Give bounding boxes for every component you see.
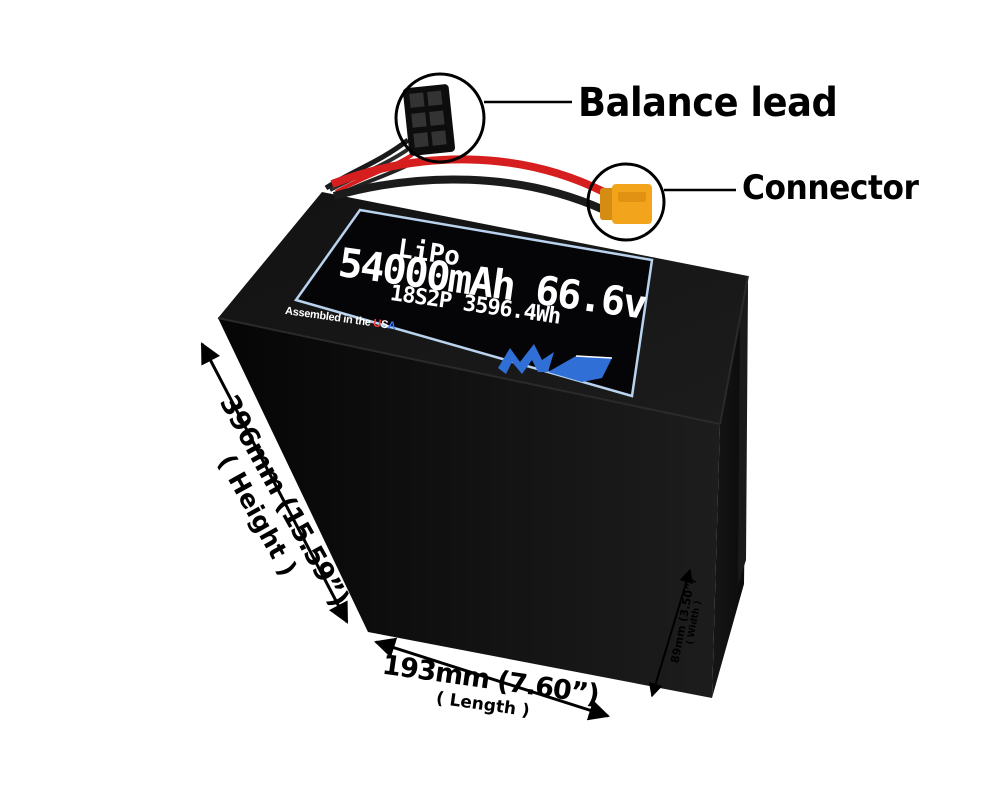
balance-lead-callout-circle — [394, 72, 486, 164]
height-dimension-arrow — [200, 342, 349, 624]
balance-lead-label: Balance lead — [578, 80, 838, 126]
connector-label: Connector — [742, 168, 919, 208]
brand-logo — [498, 344, 613, 382]
power-connector — [600, 184, 652, 224]
power-wires — [330, 155, 606, 214]
battery-label-panel — [293, 208, 654, 398]
battery-side-face — [712, 278, 748, 698]
connector-callout-circle — [586, 162, 666, 242]
balance-connector — [402, 84, 456, 156]
length-dimension-arrow — [373, 637, 611, 721]
width-dimension-arrow — [648, 568, 694, 698]
usa-letter-a: A — [387, 319, 397, 333]
